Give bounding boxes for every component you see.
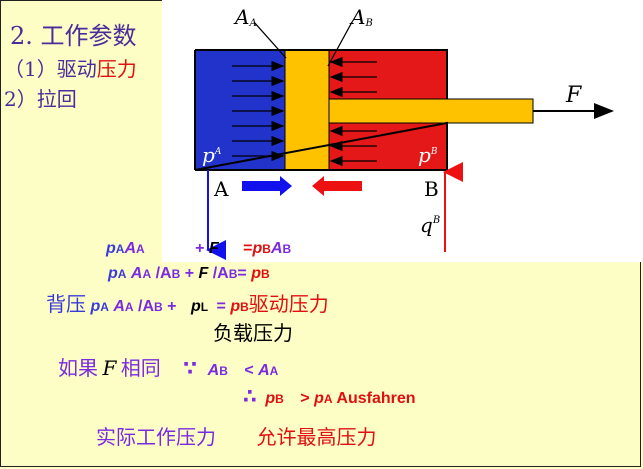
equation-line-2: pA AA /AB + F /AB= pB: [108, 265, 270, 282]
label-flow-q: qB: [420, 213, 440, 237]
motion-arrow-blue: [242, 176, 292, 196]
label-force: F: [565, 83, 582, 108]
cylinder-diagram: AA AB F pA pB A B qB: [162, 0, 643, 262]
list-item-retract: 2）拉回: [4, 87, 77, 111]
cylinder-svg: AA AB F pA pB A B qB: [194, 5, 614, 260]
leader-ab: [327, 21, 353, 67]
label-pb: pB: [418, 143, 438, 167]
label-port-a: A: [213, 177, 229, 201]
label-ab: AB: [349, 5, 373, 29]
equation-line-3: 背压 pA AA /AB + pL = pB驱动压力: [46, 292, 329, 316]
pressure-arrows-b: [329, 56, 377, 167]
equation-line-5: 如果 F 相同 ∵ AB < AA: [58, 356, 279, 380]
load-pressure-label: 负载压力: [213, 321, 293, 345]
equation-line-1: pAAA + F =pBAB: [106, 240, 292, 257]
topic-list: （1）驱动压力 2）拉回: [4, 54, 137, 114]
motion-arrow-red: [312, 176, 362, 196]
list-item-drive-pressure: （1）驱动压力: [4, 54, 137, 84]
list-item-1-highlight: 压力: [96, 57, 137, 81]
equation-line-6: ∴ pB > pA Ausfahren: [243, 386, 416, 408]
piston-rod: [328, 98, 534, 124]
label-pa: pA: [202, 143, 222, 167]
slide-heading: 2. 工作参数: [10, 22, 137, 50]
chamber-a: [195, 50, 285, 170]
list-item-1-text: （1）驱动: [4, 57, 97, 81]
leader-aa: [253, 21, 287, 59]
pressure-arrows-a: [232, 60, 285, 162]
equation-line-7: 实际工作压力 允许最高压力: [96, 425, 377, 449]
label-port-b: B: [424, 177, 439, 201]
label-aa: AA: [233, 5, 257, 29]
